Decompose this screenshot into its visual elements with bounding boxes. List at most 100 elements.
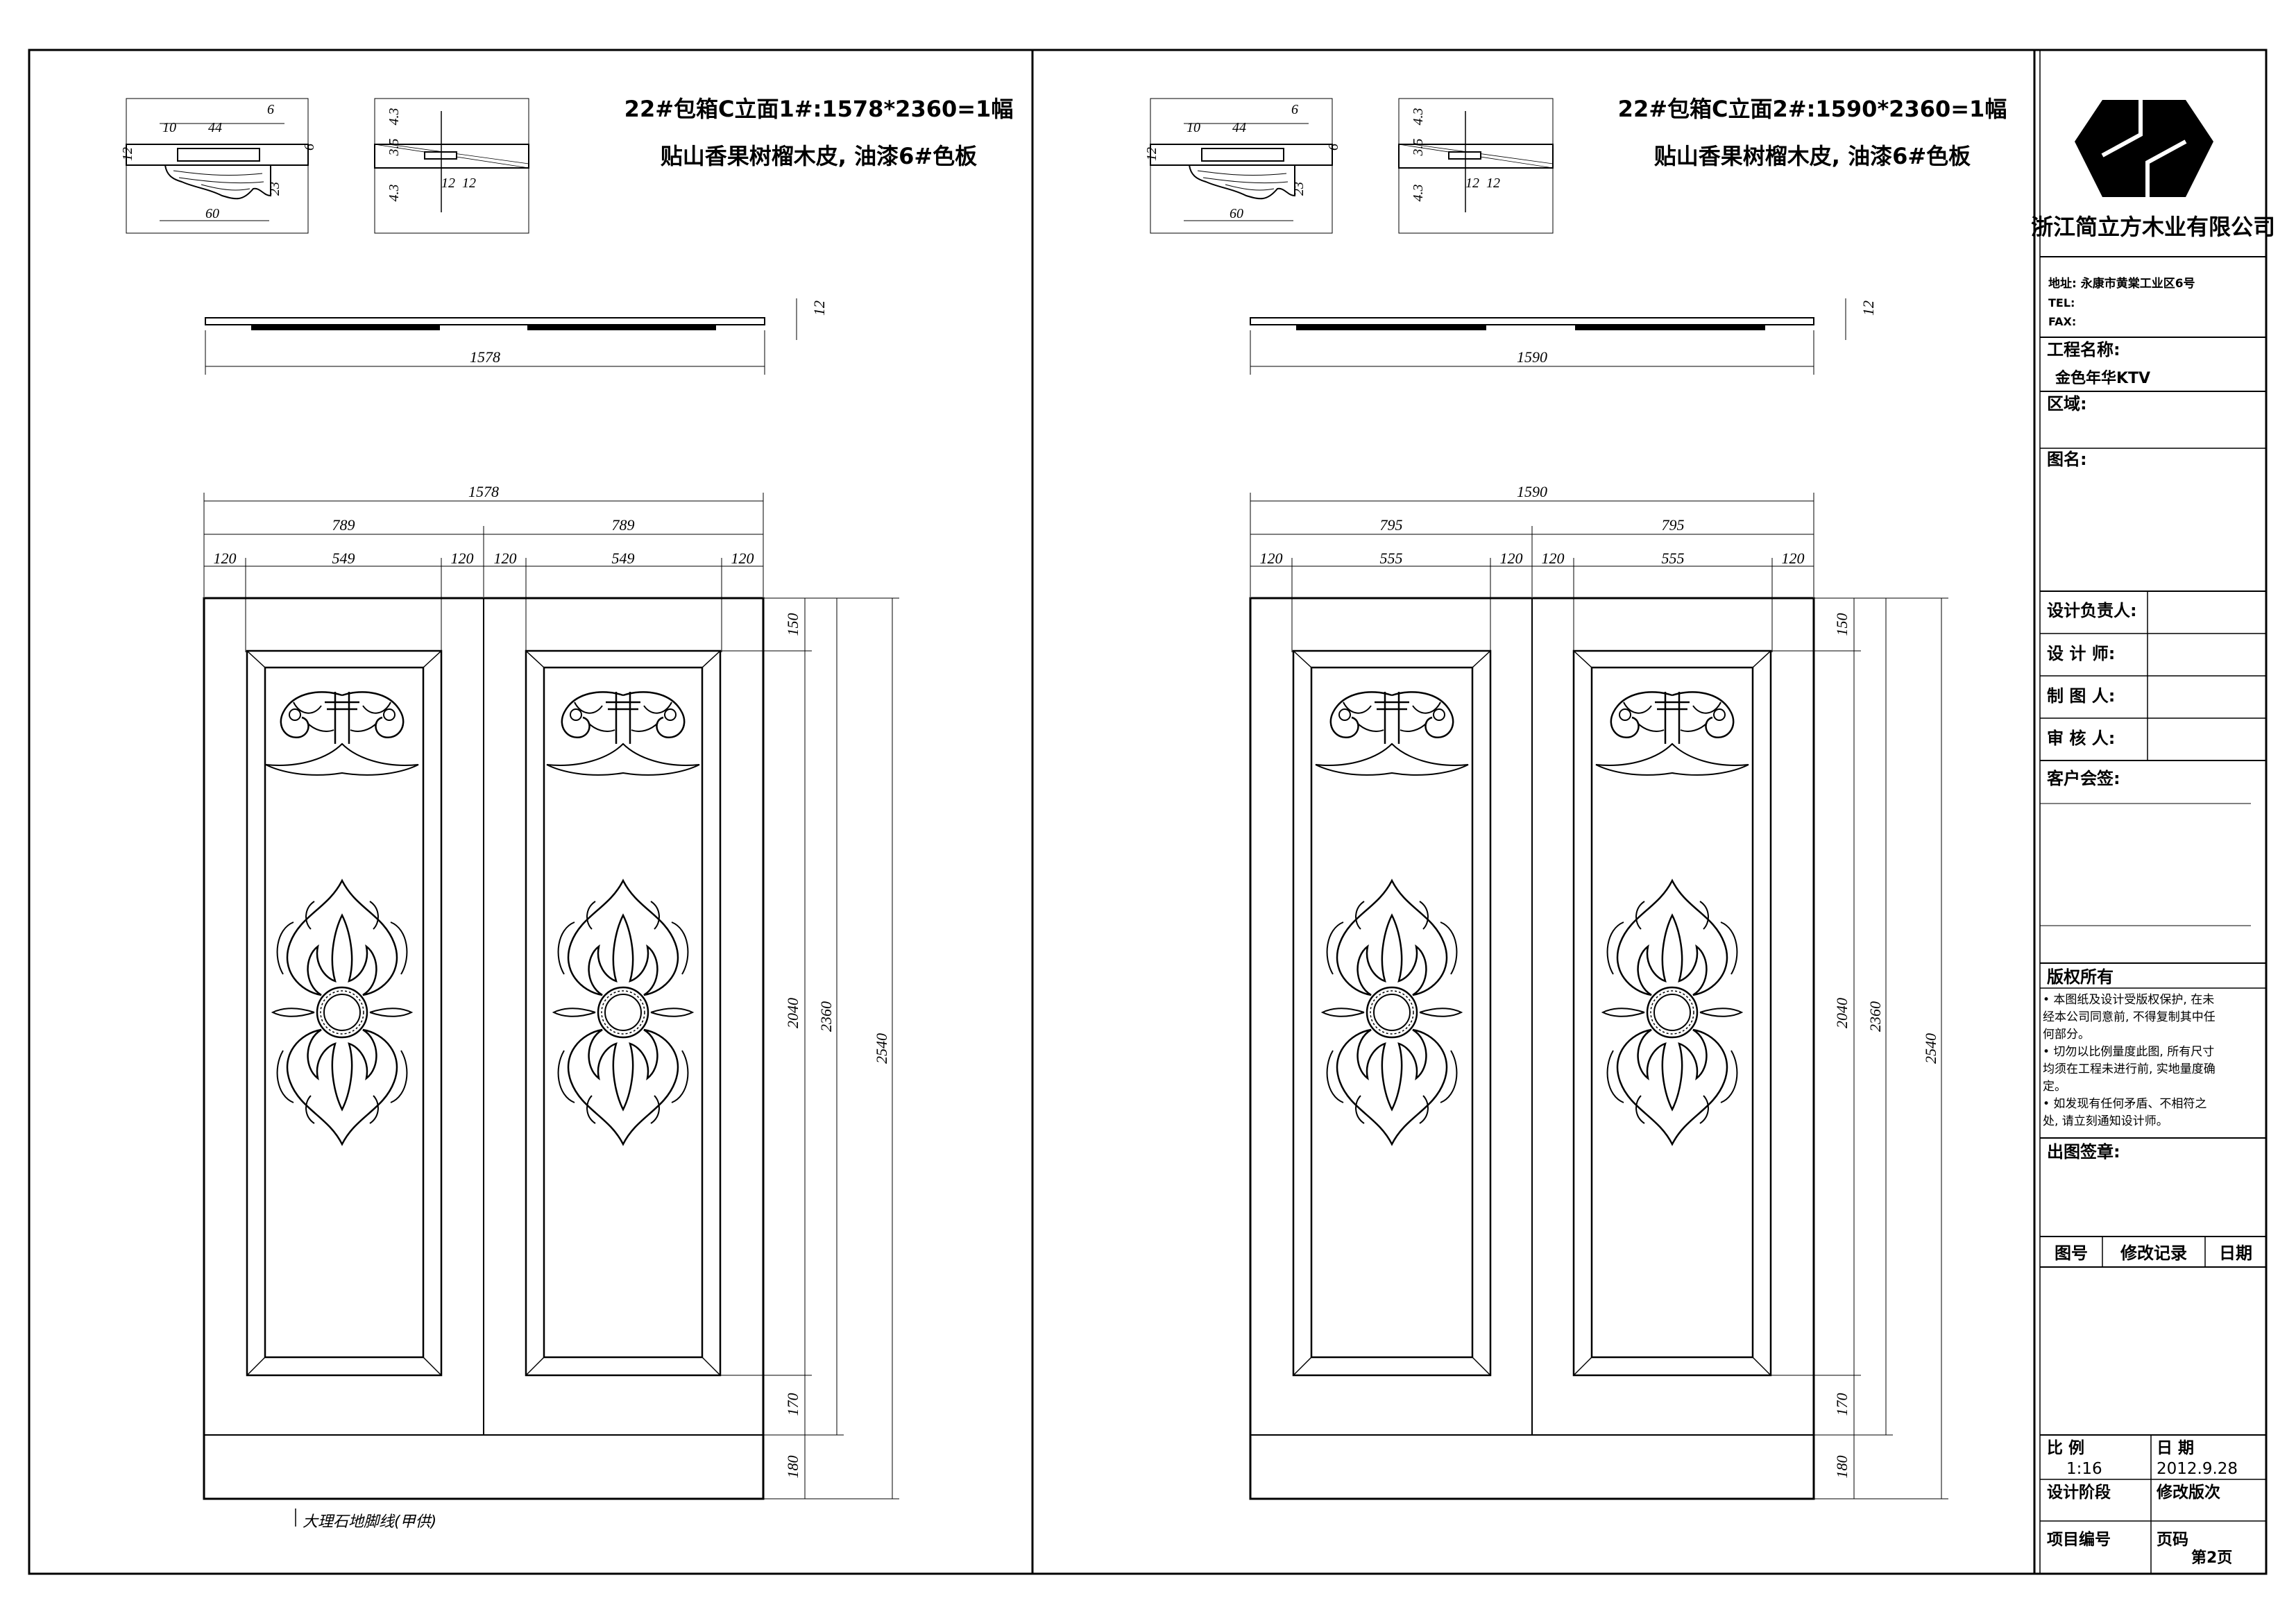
copyright-line: • 本图纸及设计受版权保护, 在未 <box>2043 993 2214 1007</box>
sub-width: 555 <box>1380 550 1403 567</box>
page-label: 页码 <box>2157 1531 2188 1549</box>
half-width: 795 <box>1662 516 1685 534</box>
dim-label: 4.3 <box>1411 108 1426 126</box>
dim-label: 44 <box>208 120 222 135</box>
dim-label: 4.3 <box>386 185 402 202</box>
issue-stamp-label: 出图签章: <box>2047 1142 2120 1162</box>
height-label: 2360 <box>1866 1001 1884 1032</box>
designer-label: 设 计 师: <box>2047 644 2115 663</box>
reviewer-label: 审 核 人: <box>2047 729 2115 748</box>
height-label: 2360 <box>817 1001 835 1032</box>
dim-label: 60 <box>1230 206 1243 221</box>
height-label: 150 <box>1833 613 1851 636</box>
scale-label: 比 例 <box>2047 1439 2084 1457</box>
sub-width: 549 <box>332 550 355 567</box>
height-label: 180 <box>784 1456 801 1479</box>
dim-label: 4.3 <box>386 108 402 126</box>
height-label: 170 <box>1833 1393 1851 1416</box>
dim-label: 3.5 <box>1411 139 1426 157</box>
dim-label: 12 <box>120 147 135 161</box>
joint-detail: 4.3 3.5 4.3 12 12 <box>374 98 529 234</box>
height-label: 180 <box>1833 1456 1851 1479</box>
scale-value: 1:16 <box>2066 1460 2102 1478</box>
dim-label: 12 <box>1144 147 1159 161</box>
rev-header-no: 图号 <box>2055 1243 2088 1263</box>
date-label: 日 期 <box>2157 1439 2194 1457</box>
height-label: 2040 <box>1833 998 1851 1028</box>
plan-width: 1578 <box>470 348 500 366</box>
height-label: 2040 <box>784 998 801 1028</box>
panel-1: 22#包箱C立面1#:1578*2360=1幅 贴山香果树榴木皮, 油漆6#色板… <box>120 96 1013 1531</box>
plan-view: 1578 12 <box>205 298 828 375</box>
elevation-dimensions: 1590 795 795 120 555 120 120 555 120 <box>1250 483 1814 652</box>
tel-label: TEL: <box>2048 296 2075 309</box>
height-label: 2540 <box>1922 1033 1939 1064</box>
half-width: 795 <box>1380 516 1403 534</box>
panel-note: 贴山香果树榴木皮, 油漆6#色板 <box>661 143 977 169</box>
stage-label: 设计阶段 <box>2047 1483 2111 1502</box>
sub-width: 120 <box>451 550 474 567</box>
sub-width: 120 <box>494 550 517 567</box>
sub-width: 120 <box>1260 550 1283 567</box>
company-logo <box>2075 100 2213 197</box>
copyright-line: 处, 请立刻通知设计师。 <box>2043 1114 2168 1128</box>
sub-width: 120 <box>1542 550 1565 567</box>
project-no-label: 项目编号 <box>2047 1530 2111 1549</box>
height-label: 170 <box>784 1393 801 1416</box>
outer-frame <box>28 49 2268 1575</box>
dim-label: 6 <box>1291 102 1298 117</box>
dim-label: 10 <box>162 120 176 135</box>
dim-label: 3.5 <box>386 139 402 157</box>
copyright-line: • 切勿以比例量度此图, 所有尺寸 <box>2043 1045 2214 1059</box>
sub-width: 120 <box>731 550 754 567</box>
copyright-line: 何部分。 <box>2043 1028 2090 1042</box>
page-value: 第2页 <box>2191 1549 2232 1567</box>
copyright-notes: • 本图纸及设计受版权保护, 在未 经本公司同意前, 不得复制其中任 何部分。 … <box>2043 993 2216 1128</box>
plan-width: 1590 <box>1517 348 1547 366</box>
copyright-line: • 如发现有任何矛盾、不相符之 <box>2043 1097 2206 1111</box>
dim-label: 6 <box>267 102 274 117</box>
overall-width: 1578 <box>468 483 499 500</box>
sub-width: 120 <box>214 550 237 567</box>
panel-2: 22#包箱C立面2#:1590*2360=1幅 贴山香果树榴木皮, 油漆6#色板… <box>1144 96 2007 1500</box>
door-elevation <box>1249 597 1815 1500</box>
dim-label: 12 <box>1465 176 1479 191</box>
dim-label: 60 <box>205 206 219 221</box>
rev-header-record: 修改记录 <box>2120 1243 2187 1263</box>
door-leaf-left <box>1292 649 1492 1377</box>
plan-thickness: 12 <box>1860 300 1877 316</box>
fax-label: FAX: <box>2048 315 2076 328</box>
half-width: 789 <box>612 516 635 534</box>
company-name: 浙江简立方木业有限公司 <box>2031 214 2275 240</box>
date-value: 2012.9.28 <box>2157 1460 2238 1478</box>
dim-label: 44 <box>1232 120 1246 135</box>
project-label: 工程名称: <box>2047 340 2120 359</box>
joint-detail: 4.3 3.5 4.3 12 12 <box>1398 98 1554 234</box>
half-width: 789 <box>332 516 355 534</box>
copyright-line: 定。 <box>2043 1080 2066 1094</box>
copyright-line: 均须在工程未进行前, 实地量度确 <box>2043 1062 2216 1076</box>
height-label: 2540 <box>873 1033 890 1064</box>
door-leaf-right <box>1572 649 1772 1377</box>
height-dimensions: 150 2040 170 180 2360 2540 <box>1771 597 1948 1499</box>
dim-label: 6 <box>1326 144 1341 151</box>
drawing-name-label: 图名: <box>2047 450 2087 469</box>
revision-label: 修改版次 <box>2156 1483 2220 1502</box>
copyright-title: 版权所有 <box>2047 967 2114 987</box>
molding-detail: 10 44 6 12 6 23 60 <box>1144 98 1341 234</box>
dim-label: 23 <box>267 182 282 196</box>
title-block: 浙江简立方木业有限公司 地址: 永康市黄棠工业区6号 TEL: FAX: 工程名… <box>2031 49 2275 1575</box>
height-dimensions: 150 2040 170 180 2360 2540 <box>720 597 899 1499</box>
overall-width: 1590 <box>1517 483 1547 500</box>
sub-width: 549 <box>612 550 635 567</box>
address: 地址: 永康市黄棠工业区6号 <box>2048 276 2195 291</box>
panel-title: 22#包箱C立面2#:1590*2360=1幅 <box>1618 96 2007 122</box>
height-label: 150 <box>784 613 801 636</box>
dim-label: 6 <box>302 144 317 151</box>
molding-detail: 10 44 6 12 6 23 60 <box>120 98 317 234</box>
sub-width: 555 <box>1662 550 1685 567</box>
design-lead-label: 设计负责人: <box>2047 601 2137 620</box>
dim-label: 10 <box>1187 120 1200 135</box>
panel-note: 贴山香果树榴木皮, 油漆6#色板 <box>1654 143 1971 169</box>
client-sign-label: 客户会签: <box>2047 769 2120 788</box>
